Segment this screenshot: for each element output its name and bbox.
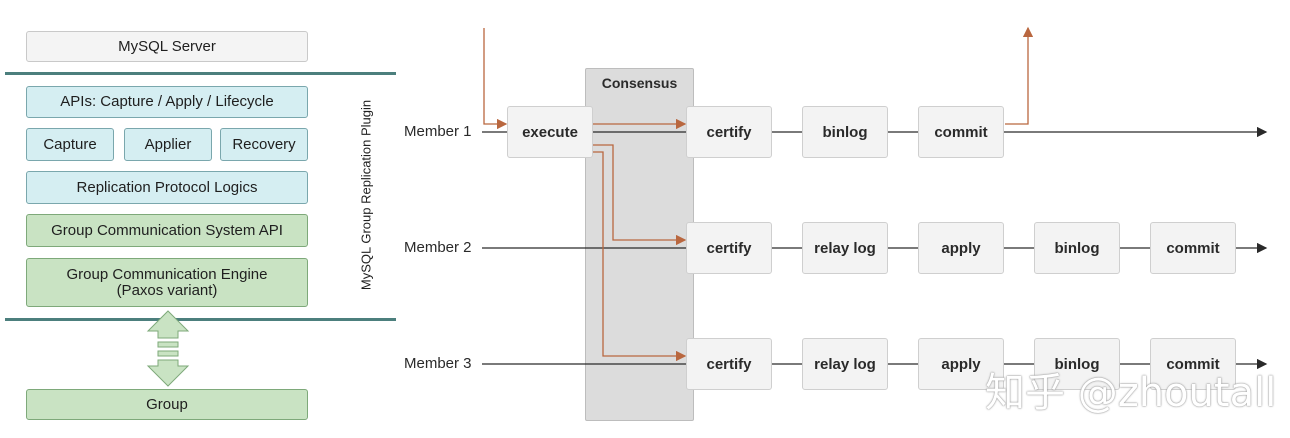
gcs-engine-label: Group Communication Engine bbox=[66, 265, 268, 283]
member3-label: Member 3 bbox=[404, 355, 472, 372]
member1-execute-stage: execute bbox=[507, 106, 593, 158]
watermark: 知乎 @zhoutall bbox=[985, 370, 1277, 416]
member3-apply-stage: apply bbox=[918, 338, 1004, 390]
bottom-divider bbox=[5, 318, 396, 321]
applier-box: Applier bbox=[124, 128, 212, 161]
protocol-label: Replication Protocol Logics bbox=[76, 178, 258, 196]
outgoing-arrow bbox=[1005, 26, 1034, 125]
execute-to-certify-3 bbox=[593, 151, 687, 362]
member2-label: Member 2 bbox=[404, 239, 472, 256]
member2-binlog-stage: binlog bbox=[1034, 222, 1120, 274]
mysql-server-label: MySQL Server bbox=[118, 37, 216, 55]
member2-certify-stage: certify bbox=[686, 222, 772, 274]
mysql-server-box: MySQL Server bbox=[26, 31, 308, 62]
recovery-label: Recovery bbox=[232, 135, 296, 153]
member2-relay-log-stage: relay log bbox=[802, 222, 888, 274]
double-arrow-icon bbox=[146, 310, 190, 387]
consensus-label: Consensus bbox=[601, 75, 678, 91]
member1-certify-stage: certify bbox=[686, 106, 772, 158]
top-divider bbox=[5, 72, 396, 75]
group-label: Group bbox=[146, 395, 188, 413]
member1-label: Member 1 bbox=[404, 123, 472, 140]
protocol-box: Replication Protocol Logics bbox=[26, 171, 308, 204]
apis-box: APIs: Capture / Apply / Lifecycle bbox=[26, 86, 308, 118]
recovery-box: Recovery bbox=[220, 128, 308, 161]
group-box: Group bbox=[26, 389, 308, 420]
member3-binlog-stage: binlog bbox=[1034, 338, 1120, 390]
member3-commit-stage: commit bbox=[1150, 338, 1236, 390]
member3-relay-log-stage: relay log bbox=[802, 338, 888, 390]
capture-box: Capture bbox=[26, 128, 114, 161]
member1-binlog-stage: binlog bbox=[802, 106, 888, 158]
member1-commit-stage: commit bbox=[918, 106, 1004, 158]
apis-label: APIs: Capture / Apply / Lifecycle bbox=[60, 93, 274, 110]
gcs-api-label: Group Communication System API bbox=[51, 221, 283, 239]
applier-label: Applier bbox=[144, 135, 192, 153]
execute-to-certify-2 bbox=[593, 144, 687, 246]
member2-apply-stage: apply bbox=[918, 222, 1004, 274]
incoming-arrow bbox=[483, 28, 508, 130]
gcs-engine-sublabel: (Paxos variant) bbox=[116, 281, 218, 299]
member3-certify-stage: certify bbox=[686, 338, 772, 390]
gcs-api-box: Group Communication System API bbox=[26, 214, 308, 247]
gcs-engine-box: Group Communication Engine (Paxos varian… bbox=[26, 258, 308, 307]
member2-commit-stage: commit bbox=[1150, 222, 1236, 274]
capture-label: Capture bbox=[43, 135, 97, 153]
